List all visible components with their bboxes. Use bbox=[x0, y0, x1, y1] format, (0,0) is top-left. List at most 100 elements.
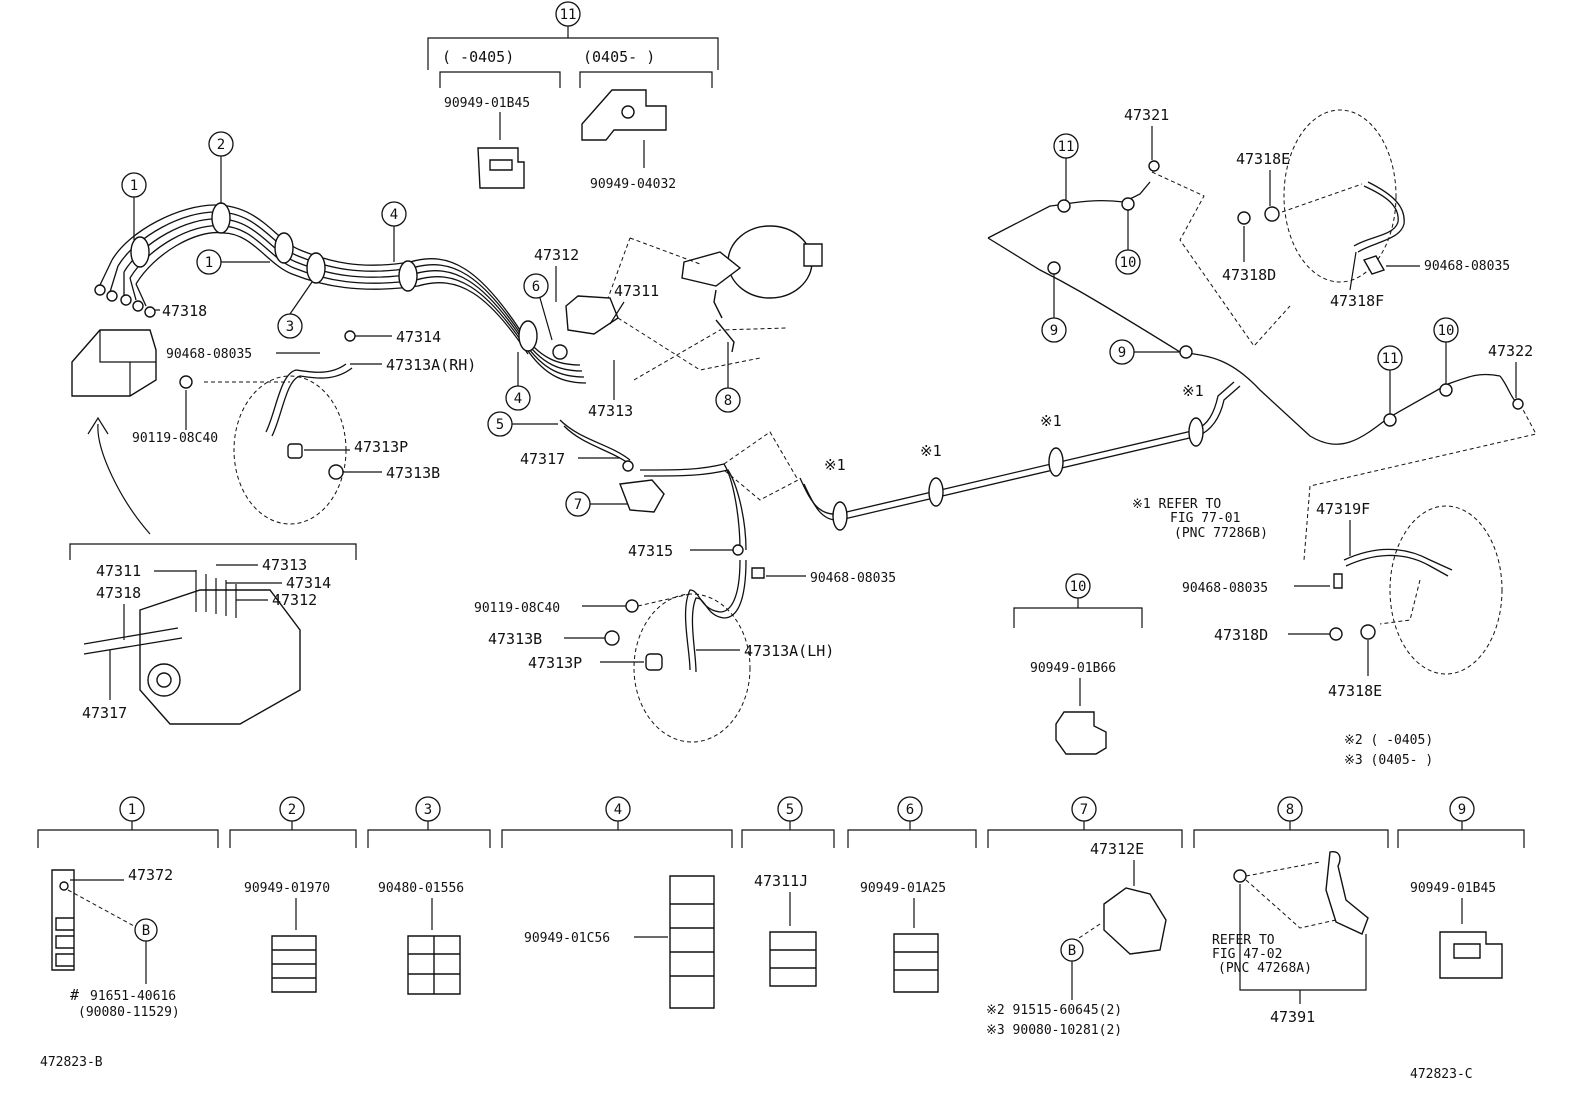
clamp-5-part-icon bbox=[769, 931, 817, 987]
callout-4a-label: 4 bbox=[390, 207, 398, 223]
part-90949-04032: 90949-04032 bbox=[590, 177, 676, 192]
label-90119-rh: 90119-08C40 bbox=[132, 431, 218, 446]
pipe bbox=[99, 259, 147, 307]
leader bbox=[1013, 598, 1143, 628]
clamp-4-part-icon bbox=[669, 875, 715, 1009]
bolt-47313b-icon bbox=[328, 464, 344, 480]
pipe bbox=[135, 231, 529, 355]
label-90119-lh: 90119-08C40 bbox=[474, 601, 560, 616]
joint-icon bbox=[1439, 383, 1453, 397]
abs-actuator-small bbox=[71, 329, 157, 535]
callout-b-7-label: B bbox=[1068, 943, 1076, 959]
wheel-outline-lh bbox=[633, 593, 751, 743]
bracket-47391-icon bbox=[1325, 851, 1369, 935]
fitting-icon bbox=[622, 460, 634, 472]
callout-4-bottom-label: 4 bbox=[614, 802, 622, 818]
pipe bbox=[559, 419, 631, 461]
label-47314-detail: 47314 bbox=[286, 574, 331, 592]
fitting-icon bbox=[1360, 624, 1376, 640]
pipe bbox=[691, 559, 747, 673]
clamp-4-icon bbox=[398, 260, 418, 292]
rh-hose-assembly: 90119-08C40 47313P 47313B bbox=[132, 363, 440, 525]
fitting-icon bbox=[120, 294, 132, 306]
ref-note-line2: FIG 77-01 bbox=[1170, 511, 1240, 526]
footer-code-right: 472823-C bbox=[1410, 1067, 1473, 1082]
fitting-icon bbox=[132, 300, 144, 312]
bracket-11 bbox=[427, 26, 719, 70]
left-pipe-bundle: 1 2 1 3 4 4 5 bbox=[94, 131, 587, 437]
leader bbox=[1397, 821, 1525, 848]
label-47317-detail: 47317 bbox=[82, 704, 127, 722]
callout-2-bottom-label: 2 bbox=[288, 802, 296, 818]
bolt-icon bbox=[625, 599, 639, 613]
nut-47314-icon bbox=[344, 330, 356, 342]
label-47311-center: 47311 bbox=[614, 282, 659, 300]
label-47321: 47321 bbox=[1124, 106, 1169, 124]
label-47312-center: 47312 bbox=[534, 246, 579, 264]
label-47318f: 47318F bbox=[1330, 292, 1384, 310]
clamp-icon bbox=[1188, 417, 1204, 447]
master-cyl-icon bbox=[681, 251, 742, 287]
pipe bbox=[799, 381, 1235, 515]
leader bbox=[741, 821, 835, 848]
joint-icon bbox=[1121, 197, 1135, 211]
leader bbox=[987, 821, 1183, 848]
label-90468-bot: 90468-08035 bbox=[1182, 581, 1268, 596]
pipe bbox=[1343, 548, 1453, 571]
pipe bbox=[987, 237, 1501, 445]
leader bbox=[1239, 884, 1367, 1004]
ref-fig-47-line3: (PNC 47268A) bbox=[1218, 961, 1312, 976]
callout-5a-label: 5 bbox=[496, 417, 504, 433]
wheel-outline-rear-bottom bbox=[1389, 505, 1503, 675]
callout-10-r2-label: 10 bbox=[1438, 323, 1455, 339]
callout-3-bottom-label: 3 bbox=[424, 802, 432, 818]
callout-b-1-label: B bbox=[142, 923, 150, 939]
leader bbox=[289, 281, 313, 315]
label-47314-left: 47314 bbox=[396, 328, 441, 346]
clamp-icon bbox=[1048, 447, 1064, 477]
clamp-9-part-icon bbox=[1439, 931, 1503, 979]
label-47313a-lh: 47313A(LH) bbox=[744, 642, 834, 660]
pipe bbox=[1345, 554, 1449, 577]
ref-star-1d: ※1 bbox=[1182, 382, 1204, 400]
label-47312-detail: 47312 bbox=[272, 591, 317, 609]
leader bbox=[637, 593, 691, 607]
leader bbox=[1379, 579, 1421, 625]
bolt-icon bbox=[1237, 211, 1251, 225]
label-90468-lh: 90468-08035 bbox=[810, 571, 896, 586]
label-47318d-bot: 47318D bbox=[1214, 626, 1268, 644]
pipe bbox=[1353, 185, 1399, 247]
part-90949-01b66: 90949-01B66 bbox=[1030, 661, 1116, 676]
callout-1b-label: 1 bbox=[205, 255, 213, 271]
leader bbox=[1303, 403, 1537, 561]
rear-bottom-hose: 47319F 90468-08035 47318D 47318E bbox=[1182, 500, 1503, 700]
label-47313p-lh: 47313P bbox=[528, 654, 582, 672]
callout-7-bottom-label: 7 bbox=[1080, 802, 1088, 818]
label-47313a-rh: 47313A(RH) bbox=[386, 356, 476, 374]
callout-7a-label: 7 bbox=[574, 497, 582, 513]
booster-icon bbox=[803, 243, 823, 267]
clamp-2-icon bbox=[211, 202, 231, 234]
center-assembly: 47312 47311 47313 6 8 47317 7 47315 9046… bbox=[474, 225, 896, 743]
callout-6-bottom-label: 6 bbox=[906, 802, 914, 818]
fitting-icon bbox=[106, 290, 118, 302]
label-47318-left: 47318 bbox=[162, 302, 207, 320]
bottom-row: 1 47372 B # 91651-40616 (90080-11529) 2 … bbox=[37, 796, 1525, 1038]
ref-star-1b: ※1 bbox=[920, 442, 942, 460]
bolt-icon bbox=[1233, 869, 1247, 883]
pipe bbox=[265, 363, 347, 433]
label-90468-top: 90468-08035 bbox=[1424, 259, 1510, 274]
part-90949-01c56: 90949-01C56 bbox=[524, 931, 610, 946]
hole-icon bbox=[59, 881, 69, 891]
callout-4b-label: 4 bbox=[514, 391, 522, 407]
leader bbox=[617, 317, 761, 371]
label-47318e-top: 47318E bbox=[1236, 150, 1290, 168]
pipe bbox=[1357, 181, 1405, 253]
part-91515-60645: ※2 91515-60645(2) bbox=[986, 1003, 1122, 1018]
wheel-outline-rear-top bbox=[1283, 109, 1397, 283]
callout-8-bottom-label: 8 bbox=[1286, 802, 1294, 818]
ref-fig-47-line2: FIG 47-02 bbox=[1212, 947, 1282, 962]
rear-brake-line: ※1 ※1 ※1 ※1 11 10 9 9 11 10 47321 bbox=[799, 106, 1537, 561]
clip-icon bbox=[1333, 573, 1343, 589]
